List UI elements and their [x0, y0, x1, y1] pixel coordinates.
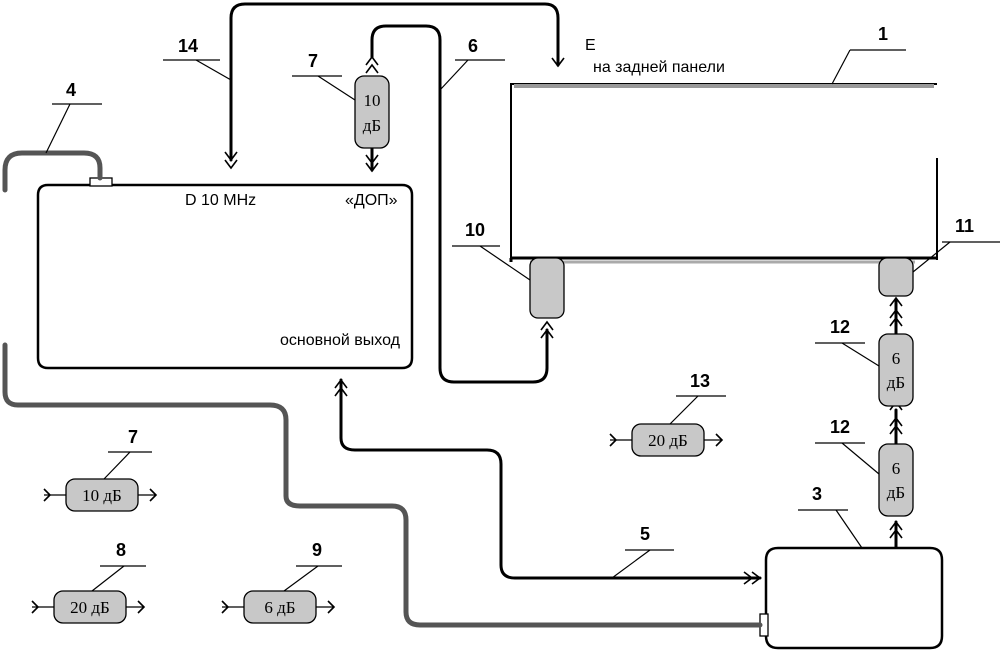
attenuator-12-upper-value: 6 [892, 349, 901, 368]
attenuator-13-label: 20 дБ [648, 431, 688, 450]
cable-5 [339, 378, 762, 580]
attenuator-7-top-unit: дБ [363, 116, 381, 135]
callout-10: 10 [465, 220, 485, 240]
callout-7-top: 7 [308, 51, 318, 71]
callout-9: 9 [312, 540, 322, 560]
callout-5: 5 [640, 524, 650, 544]
attenuator-12-lower: 6 дБ [878, 443, 914, 517]
attenuator-12-lower-body [878, 443, 914, 517]
freq-label: D 10 MHz [185, 192, 256, 209]
cable-4 [2, 150, 103, 193]
callout-11: 11 [955, 216, 974, 236]
dop-label: «ДОП» [345, 192, 398, 209]
attenuator-9-legend: 6 дБ [221, 590, 336, 624]
attenuator-9-legend-label: 6 дБ [264, 598, 295, 617]
attenuator-7-top-value: 10 [364, 91, 381, 110]
callout-14: 14 [178, 36, 198, 56]
rear-panel-label: на задней панели [593, 59, 725, 76]
callout-7-legend: 7 [128, 427, 138, 447]
callout-3: 3 [812, 484, 822, 504]
connectors [224, 55, 903, 585]
callout-6: 6 [468, 36, 478, 56]
rear-panel-prefix: E [585, 37, 596, 54]
callout-4: 4 [66, 80, 76, 100]
device-3 [759, 546, 944, 650]
attenuator-11 [878, 257, 914, 297]
cable-4-bottom [2, 342, 763, 628]
attenuator-12-lower-unit: дБ [887, 483, 905, 502]
attenuator-7-top-body [354, 75, 390, 149]
callout-12-upper: 12 [830, 317, 850, 337]
callout-1: 1 [878, 24, 888, 44]
cable-14 [229, 2, 560, 162]
attenuator-10 [529, 257, 565, 319]
device-1-body [511, 84, 937, 260]
attenuator-12-upper-unit: дБ [887, 373, 905, 392]
attenuator-7-legend: 10 дБ [43, 478, 158, 512]
generator-outline [36, 183, 414, 370]
callout-8: 8 [116, 540, 126, 560]
attenuator-12-upper-body [878, 333, 914, 407]
device-1: на задней панели E [509, 37, 938, 264]
device-generator: «ДОП» D 10 MHz основной выход [36, 177, 414, 370]
callout-12-lower: 12 [830, 417, 850, 437]
attenuator-13: 20 дБ [609, 423, 724, 457]
attenuator-12-upper: 6 дБ [878, 333, 914, 407]
callout-13: 13 [690, 371, 710, 391]
attenuator-7-legend-label: 10 дБ [82, 486, 122, 505]
cable-6 [370, 24, 549, 384]
attenuator-12-lower-value: 6 [892, 459, 901, 478]
device-3-outline [764, 546, 944, 650]
attenuator-8-legend: 20 дБ [31, 590, 146, 624]
attenuator-8-legend-label: 20 дБ [70, 598, 110, 617]
callouts: 1 14 7 6 4 10 11 12 13 12 [45, 24, 1000, 592]
attenuator-7-top: 10 дБ [354, 75, 390, 149]
main-output-label: основной выход [280, 332, 401, 349]
